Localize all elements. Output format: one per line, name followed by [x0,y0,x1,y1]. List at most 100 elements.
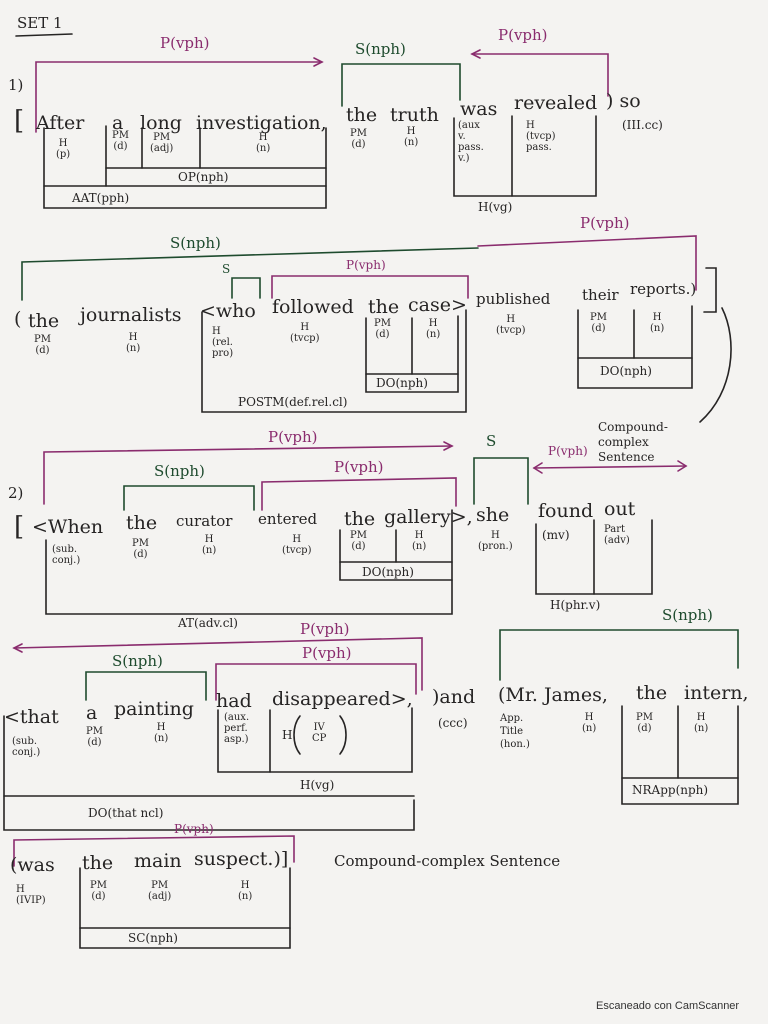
op-label: OP(nph) [178,170,229,184]
tag: H (n) [154,722,169,744]
word: (Mr. James, [498,684,608,706]
nrapp-label: NRApp(nph) [632,783,709,797]
word: out [604,498,636,520]
word: <When [32,516,104,538]
word: the [346,104,378,126]
postm-label: POSTM(def.rel.cl) [238,395,348,409]
sentence-number: 1) [8,76,24,94]
tag: (mv) [542,528,570,542]
p-vph-label: P(vph) [498,26,548,44]
word: a [86,702,98,724]
word: <who [200,300,256,322]
tag: PM (d) [374,318,391,340]
s-nph-label: S(nph) [112,652,163,670]
hphr-label: H(phr.v) [550,598,601,612]
tag: H (pron.) [478,530,513,552]
tag: H (n) [582,712,597,734]
tag: PM (d) [636,712,653,734]
tag: H (tvcp) [290,322,320,344]
word: investigation, [196,112,327,134]
word: a [112,112,124,134]
word: painting [114,698,194,720]
tag: IV CP [312,722,327,744]
hvg-label: H(vg) [300,778,335,792]
word: ) so [606,90,641,112]
sc-label: SC(nph) [128,931,178,945]
clause-type: (ccc) [438,716,468,730]
tag: H (n) [426,318,441,340]
compound-complex-note: Compound- complex Sentence [598,420,668,464]
tag: PM (d) [112,130,129,152]
word: the [636,682,668,704]
word: main [134,850,182,872]
word: case> [408,294,467,316]
word: long [140,112,182,134]
tag: PM (adj) [148,880,172,902]
tag: PM (d) [132,538,149,560]
p-vph-label: P(vph) [334,458,384,476]
tag: PM (adj) [150,132,174,154]
word: followed [272,296,354,318]
sentence-number: 2) [8,484,24,502]
tag: PM (d) [350,128,367,150]
at-label: AT(adv.cl) [178,616,238,630]
do-label: DO(nph) [376,376,428,390]
tag: H (n) [412,530,427,552]
word: she [476,504,510,526]
tag: (sub. conj.) [52,544,81,566]
tag: PM (d) [90,880,107,902]
bracket-open: [ [14,512,25,542]
word: After [36,112,85,134]
p-vph-label: P(vph) [548,444,588,458]
s-nph-label: S(nph) [662,606,713,624]
tag: H (n) [404,126,419,148]
word: )and [432,686,476,708]
tag: H (n) [650,312,665,334]
p-vph-label: P(vph) [160,34,210,52]
do-label: DO(nph) [362,565,414,579]
tag: H (IVIP) [16,884,46,906]
word: curator [176,512,233,530]
word: revealed [514,92,598,114]
tag: H (tvcp) [496,314,526,336]
word: truth [390,104,439,126]
word: the [82,852,114,874]
tag: H (tvcp) [282,534,312,556]
word: intern, [684,682,749,704]
word: the [126,512,158,534]
s-label: S [222,262,231,276]
tag: (sub. conj.) [12,736,41,758]
s-nph-label: S(nph) [154,462,205,480]
compound-complex-note: Compound-complex Sentence [334,852,561,870]
p-vph-label: P(vph) [346,258,386,272]
word: journalists [80,304,182,326]
word: gallery>, [384,506,473,528]
bracket-open: [ [14,106,25,136]
word: the [368,296,400,318]
word: found [538,500,594,522]
tag: PM (d) [86,726,103,748]
word: <that [4,706,59,728]
tag: App. Title (hon.) [500,713,530,750]
word: the [344,508,376,530]
word: reports.) [630,280,697,298]
tag: H [282,728,293,742]
p-vph-label: P(vph) [268,428,318,446]
paren-open: ( [14,308,22,330]
word: (was [10,854,55,876]
tag: H (n) [256,132,271,154]
p-vph-label: P(vph) [580,214,630,232]
page-title: SET 1 [17,14,63,32]
tag: H (p) [56,138,71,160]
tag: PM (d) [34,334,51,356]
tag: H (n) [694,712,709,734]
scanner-watermark: Escaneado con CamScanner [596,1000,740,1012]
word: had [216,690,252,712]
s-nph-label: S(nph) [355,40,406,58]
word: entered [258,510,318,528]
tag: H (tvcp) pass. [526,120,556,153]
tag: (aux v. pass. v.) [458,120,484,164]
word: disappeared>, [272,688,413,710]
tag: H (n) [238,880,253,902]
